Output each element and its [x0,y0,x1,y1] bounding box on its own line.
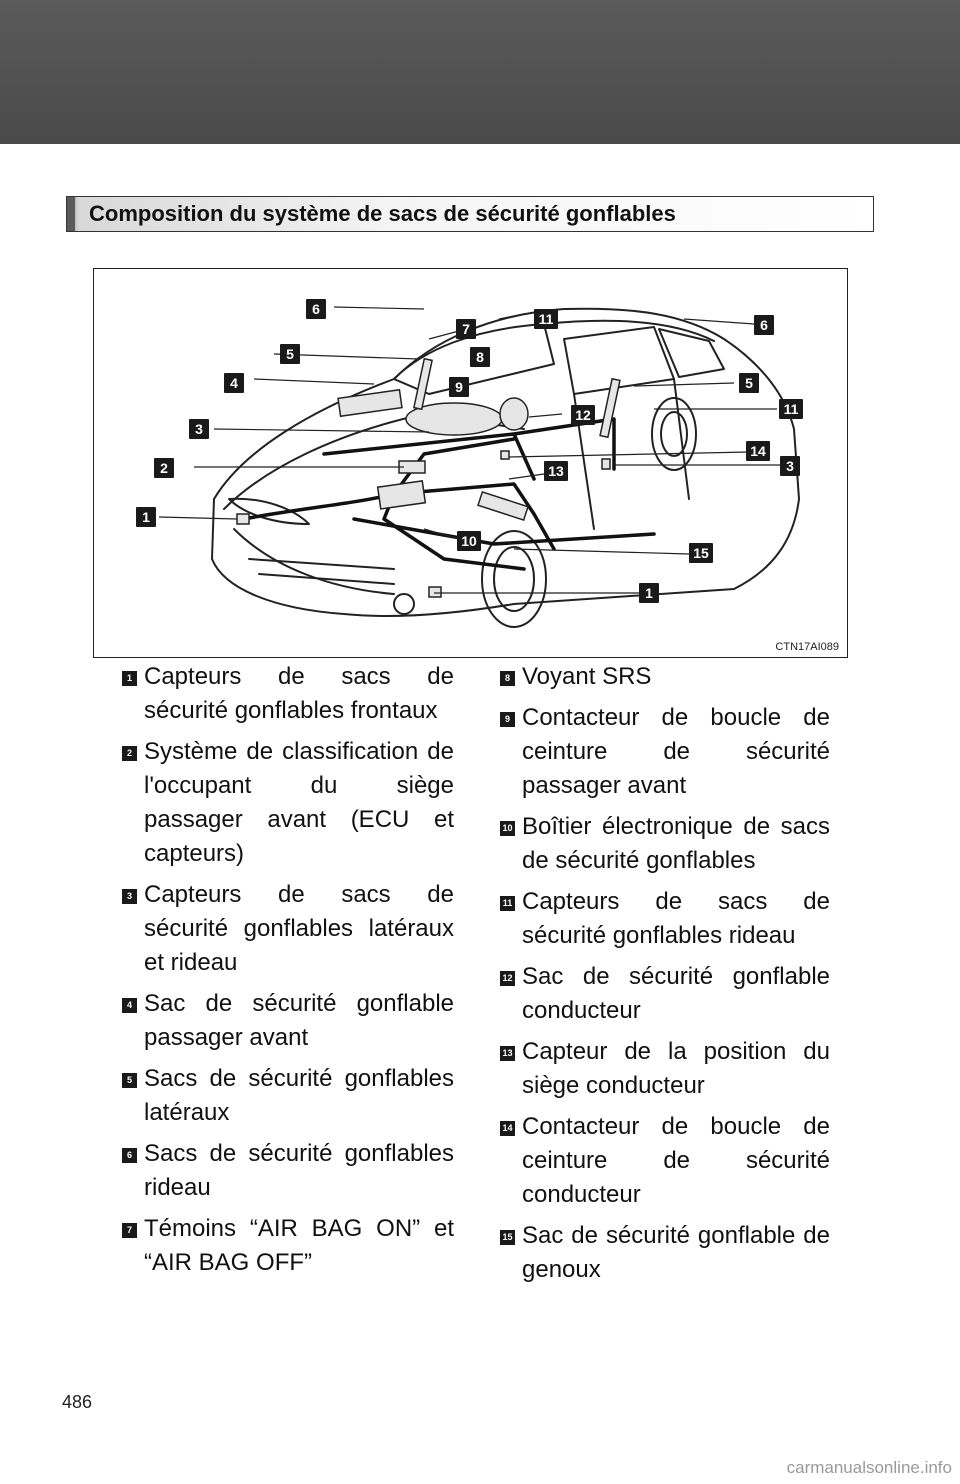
callout-1-left: 1 [136,507,156,527]
legend-item: 12 Sac de sécurité gonflable conducteur [500,960,830,1028]
callout-14: 14 [746,441,770,461]
callout-7: 7 [456,319,476,339]
legend-marker: 4 [122,998,137,1013]
legend-text: Sac de sécurité gonflable passager avant [144,990,454,1051]
callout-3-right: 3 [780,456,800,476]
legend-item: 3 Capteurs de sacs de sécurité gonflables… [122,878,454,980]
callout-11-right: 11 [779,399,803,419]
airbag-diagram: 6 7 11 6 5 8 5 4 9 11 3 12 14 2 13 3 1 1… [93,268,848,658]
legend-text: Contacteur de boucle de ceinture de sécu… [522,1113,830,1208]
legend-marker: 5 [122,1073,137,1088]
legend-text: Témoins “AIR BAG ON” et “AIR BAG OFF” [144,1215,454,1276]
callout-9: 9 [449,377,469,397]
callout-3-left: 3 [189,419,209,439]
callout-13: 13 [544,461,568,481]
legend-item: 5 Sacs de sécurité gonflables latéraux [122,1062,454,1130]
legend-item: 4 Sac de sécurité gonflable passager avan… [122,987,454,1055]
legend-item: 14 Contacteur de boucle de ceinture de sé… [500,1110,830,1212]
callout-6-left: 6 [306,299,326,319]
callout-4: 4 [224,373,244,393]
callout-5-left: 5 [280,344,300,364]
section-header: Composition du système de sacs de sécuri… [66,196,874,232]
legend-item: 15 Sac de sécurité gonflable de genoux [500,1219,830,1287]
legend-text: Capteur de la position du siège conducte… [522,1038,830,1099]
legend-text: Boîtier électronique de sacs de sécurité… [522,813,830,874]
car-illustration [158,306,800,628]
callout-2: 2 [154,458,174,478]
callout-6-right: 6 [754,315,774,335]
top-band [0,0,960,144]
callout-11-top: 11 [534,309,558,329]
legend-item: 8 Voyant SRS [500,660,830,694]
legend-text: Sac de sécurité gonflable conducteur [522,963,830,1024]
callout-15: 15 [689,543,713,563]
watermark: carmanualsonline.info [786,1458,952,1477]
legend-item: 6 Sacs de sécurité gonflables rideau [122,1137,454,1205]
legend-item: 7 Témoins “AIR BAG ON” et “AIR BAG OFF” [122,1212,454,1280]
legend-text: Capteurs de sacs de sécurité gonflables … [144,881,454,976]
legend-text: Système de classification de l'occupant … [144,738,454,867]
callout-10: 10 [457,531,481,551]
legend-marker: 7 [122,1223,137,1238]
legend-marker: 6 [122,1148,137,1163]
figure-code: CTN17AI089 [775,641,839,653]
legend-text: Sacs de sécurité gonflables rideau [144,1140,454,1201]
callout-1-right: 1 [639,583,659,603]
legend-marker: 13 [500,1046,515,1061]
page-number: 486 [62,1392,93,1412]
legend-text: Contacteur de boucle de ceinture de sécu… [522,704,830,799]
legend-marker: 15 [500,1230,515,1245]
legend-marker: 14 [500,1121,515,1136]
legend-marker: 1 [122,671,137,686]
legend-text: Capteurs de sacs de sécurité gonflables … [144,663,454,724]
legend-marker: 2 [122,746,137,761]
legend-text: Voyant SRS [522,663,652,690]
legend-item: 1 Capteurs de sacs de sécurité gonflables… [122,660,454,728]
legend-text: Sac de sécurité gonflable de genoux [522,1222,830,1283]
legend-marker: 9 [500,712,515,727]
legend-item: 10 Boîtier électronique de sacs de sécuri… [500,810,830,878]
legend-item: 11 Capteurs de sacs de sécurité gonflable… [500,885,830,953]
section-title: Composition du système de sacs de sécuri… [89,201,676,226]
legend-marker: 10 [500,821,515,836]
legend-marker: 8 [500,671,515,686]
callout-8: 8 [470,347,490,367]
legend-marker: 11 [500,896,515,911]
callout-5-right: 5 [739,373,759,393]
legend-item: 9 Contacteur de boucle de ceinture de séc… [500,701,830,803]
callout-12: 12 [571,405,595,425]
legend-text: Capteurs de sacs de sécurité gonflables … [522,888,830,949]
legend-text: Sacs de sécurité gonflables latéraux [144,1065,454,1126]
legend-marker: 12 [500,971,515,986]
legend-marker: 3 [122,889,137,904]
legend-item: 13 Capteur de la position du siège conduc… [500,1035,830,1103]
legend-item: 2 Système de classification de l'occupant… [122,735,454,871]
